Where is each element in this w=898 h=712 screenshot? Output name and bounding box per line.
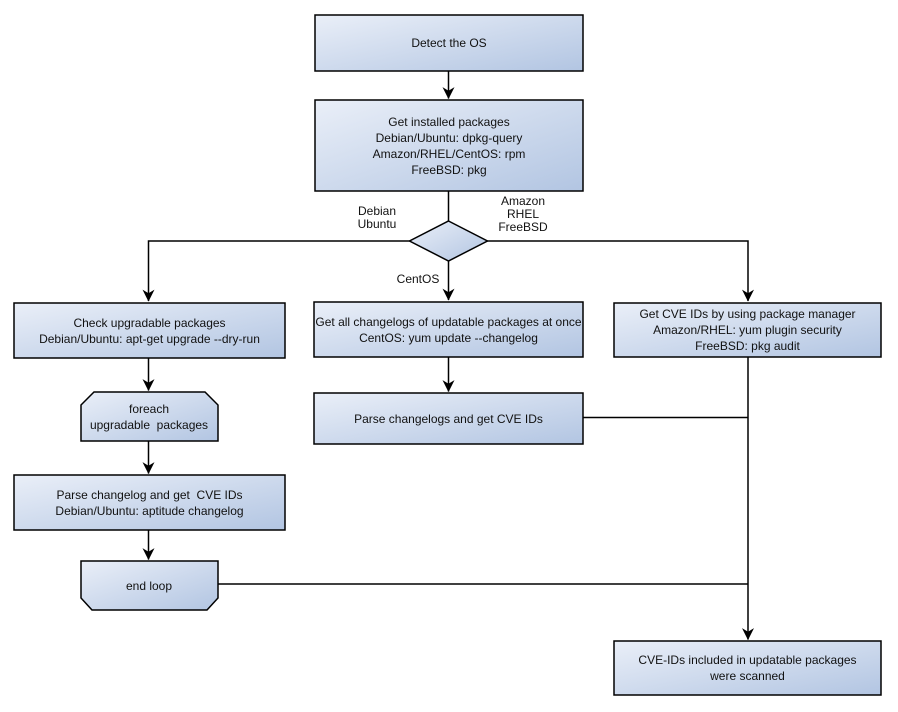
node-parse-changelogs-centos — [313, 392, 584, 445]
node-get-installed-packages — [314, 99, 584, 192]
node-check-upgradable — [13, 302, 286, 359]
nodes-group — [13, 14, 882, 696]
connector-decision-to-check-upgradable — [142, 240, 410, 302]
connectors-group — [142, 71, 754, 641]
node-get-cve-ids-pkg-manager — [613, 302, 882, 358]
node-end-loop — [80, 560, 219, 611]
node-os-decision-diamond — [407, 220, 490, 262]
node-scan-result — [613, 640, 882, 696]
node-detect-os — [314, 14, 584, 72]
node-parse-changelog-debian — [13, 474, 286, 531]
node-foreach-loop-start — [80, 391, 219, 442]
connector-decision-to-get-cve — [487, 240, 754, 302]
node-get-all-changelogs — [313, 301, 584, 358]
